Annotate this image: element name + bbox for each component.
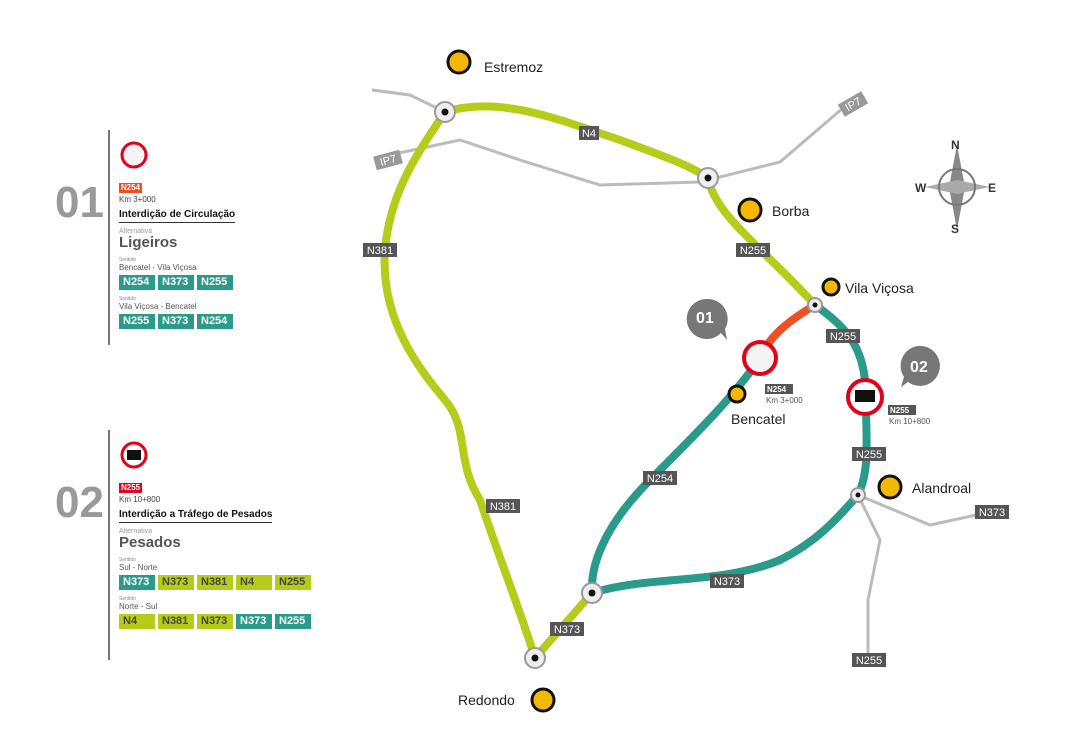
town-vila-vicosa: Vila Viçosa: [845, 280, 914, 296]
road-badge: N255: [119, 483, 143, 493]
road-shield-n381b: N381: [486, 499, 520, 513]
svg-text:W: W: [915, 181, 927, 195]
km: Km 3+000: [119, 195, 156, 204]
road-n255-north: [704, 174, 819, 309]
svg-text:N255: N255: [856, 655, 882, 667]
alt-title: Pesados: [119, 534, 181, 551]
svg-text:Km 10+800: Km 10+800: [889, 417, 931, 426]
svg-text:S: S: [951, 222, 959, 236]
route-chip: N373: [158, 314, 194, 329]
no-trucks-sign-icon: [120, 441, 148, 469]
sentido-label: Sentido: [119, 296, 136, 302]
svg-text:N254: N254: [647, 473, 673, 485]
svg-text:Km 3+000: Km 3+000: [766, 396, 803, 405]
compass-icon: N S E W: [915, 138, 996, 236]
alt-label: Alternativa: [119, 528, 153, 535]
svg-text:N255: N255: [740, 245, 766, 257]
svg-text:E: E: [988, 181, 996, 195]
closure-02: 02 N255 Km 10+800: [846, 345, 940, 426]
sentido-label: Sentido: [119, 596, 136, 602]
direction: Bencatel - Vila Viçosa: [119, 263, 197, 272]
svg-text:IP7: IP7: [379, 153, 398, 169]
legend-panel-02: N255 Km 10+800 Interdição a Tráfego de P…: [108, 430, 311, 660]
closure-title: Interdição de Circulação: [119, 209, 236, 223]
road-shield-n255b: N255: [826, 329, 860, 343]
route-chip: N373: [158, 275, 194, 290]
direction: Sul - Norte: [119, 563, 158, 572]
road-shield-n373b: N373: [710, 574, 744, 588]
road-shield-n373a: N373: [550, 622, 584, 636]
town-borba: Borba: [772, 203, 810, 219]
svg-text:N373: N373: [554, 624, 580, 636]
closure-number: 02: [55, 478, 104, 527]
town-redondo: Redondo: [458, 692, 515, 708]
closure-title: Interdição a Tráfego de Pesados: [119, 509, 273, 523]
direction: Vila Viçosa - Bencatel: [119, 302, 197, 311]
road-n381: [380, 108, 539, 662]
grey-roads: [371, 88, 991, 655]
svg-text:N373: N373: [714, 576, 740, 588]
svg-text:01: 01: [696, 310, 714, 327]
route-chip: N373: [236, 614, 272, 629]
route-chip: N381: [197, 575, 233, 590]
svg-text:N255: N255: [830, 331, 856, 343]
town-bencatel: Bencatel: [731, 411, 785, 427]
road-shield-ip7b: IP7: [837, 91, 869, 117]
route-chip: N373: [197, 614, 233, 629]
route-chip: N381: [158, 614, 194, 629]
road-shield-n373c: N373: [975, 505, 1009, 519]
road-shield-n255d: N255: [852, 653, 886, 667]
svg-text:N254: N254: [767, 385, 787, 394]
svg-text:N255: N255: [890, 406, 910, 415]
road-shield-n255a: N255: [736, 243, 770, 257]
closure-01: 01 N254 Km 3+000: [686, 298, 803, 405]
alt-title: Ligeiros: [119, 234, 178, 251]
no-entry-sign-icon: [120, 141, 148, 169]
route-chip: N254: [197, 314, 233, 329]
route-chip: N254: [119, 275, 155, 290]
road-shield-n254: N254: [643, 471, 677, 485]
svg-text:N255: N255: [856, 449, 882, 461]
route-chip: N373: [119, 575, 155, 590]
svg-text:02: 02: [910, 359, 928, 376]
route-chip: N4: [119, 614, 155, 629]
road-n373-east: [588, 491, 862, 597]
svg-text:N4: N4: [582, 128, 596, 140]
alt-label: Alternativa: [119, 228, 153, 235]
road-shield-n255c: N255: [852, 447, 886, 461]
town-icons: [446, 49, 903, 713]
route-chip: N255: [119, 314, 155, 329]
town-estremoz: Estremoz: [484, 59, 543, 75]
sentido-label: Sentido: [119, 557, 136, 563]
route-chip: N255: [275, 614, 311, 629]
svg-text:N: N: [951, 138, 960, 152]
closure-number: 01: [55, 178, 104, 227]
road-shield-ip7a: IP7: [373, 149, 403, 171]
route-chip: N373: [158, 575, 194, 590]
direction: Norte - Sul: [119, 602, 158, 611]
route-chip: N4: [236, 575, 272, 590]
svg-text:N381: N381: [490, 501, 516, 513]
road-badge: N254: [119, 183, 143, 193]
svg-text:N381: N381: [367, 245, 393, 257]
km: Km 10+800: [119, 495, 161, 504]
svg-text:N373: N373: [979, 507, 1005, 519]
town-alandroal: Alandroal: [912, 480, 971, 496]
road-shield-n4: N4: [579, 126, 599, 140]
road-shield-n381a: N381: [363, 243, 397, 257]
route-chip: N255: [197, 275, 233, 290]
route-chip: N255: [275, 575, 311, 590]
road-n4: [441, 102, 712, 182]
sentido-label: Sentido: [119, 257, 136, 263]
legend-panel-01: N254 Km 3+000 Interdição de Circulação A…: [108, 130, 236, 345]
